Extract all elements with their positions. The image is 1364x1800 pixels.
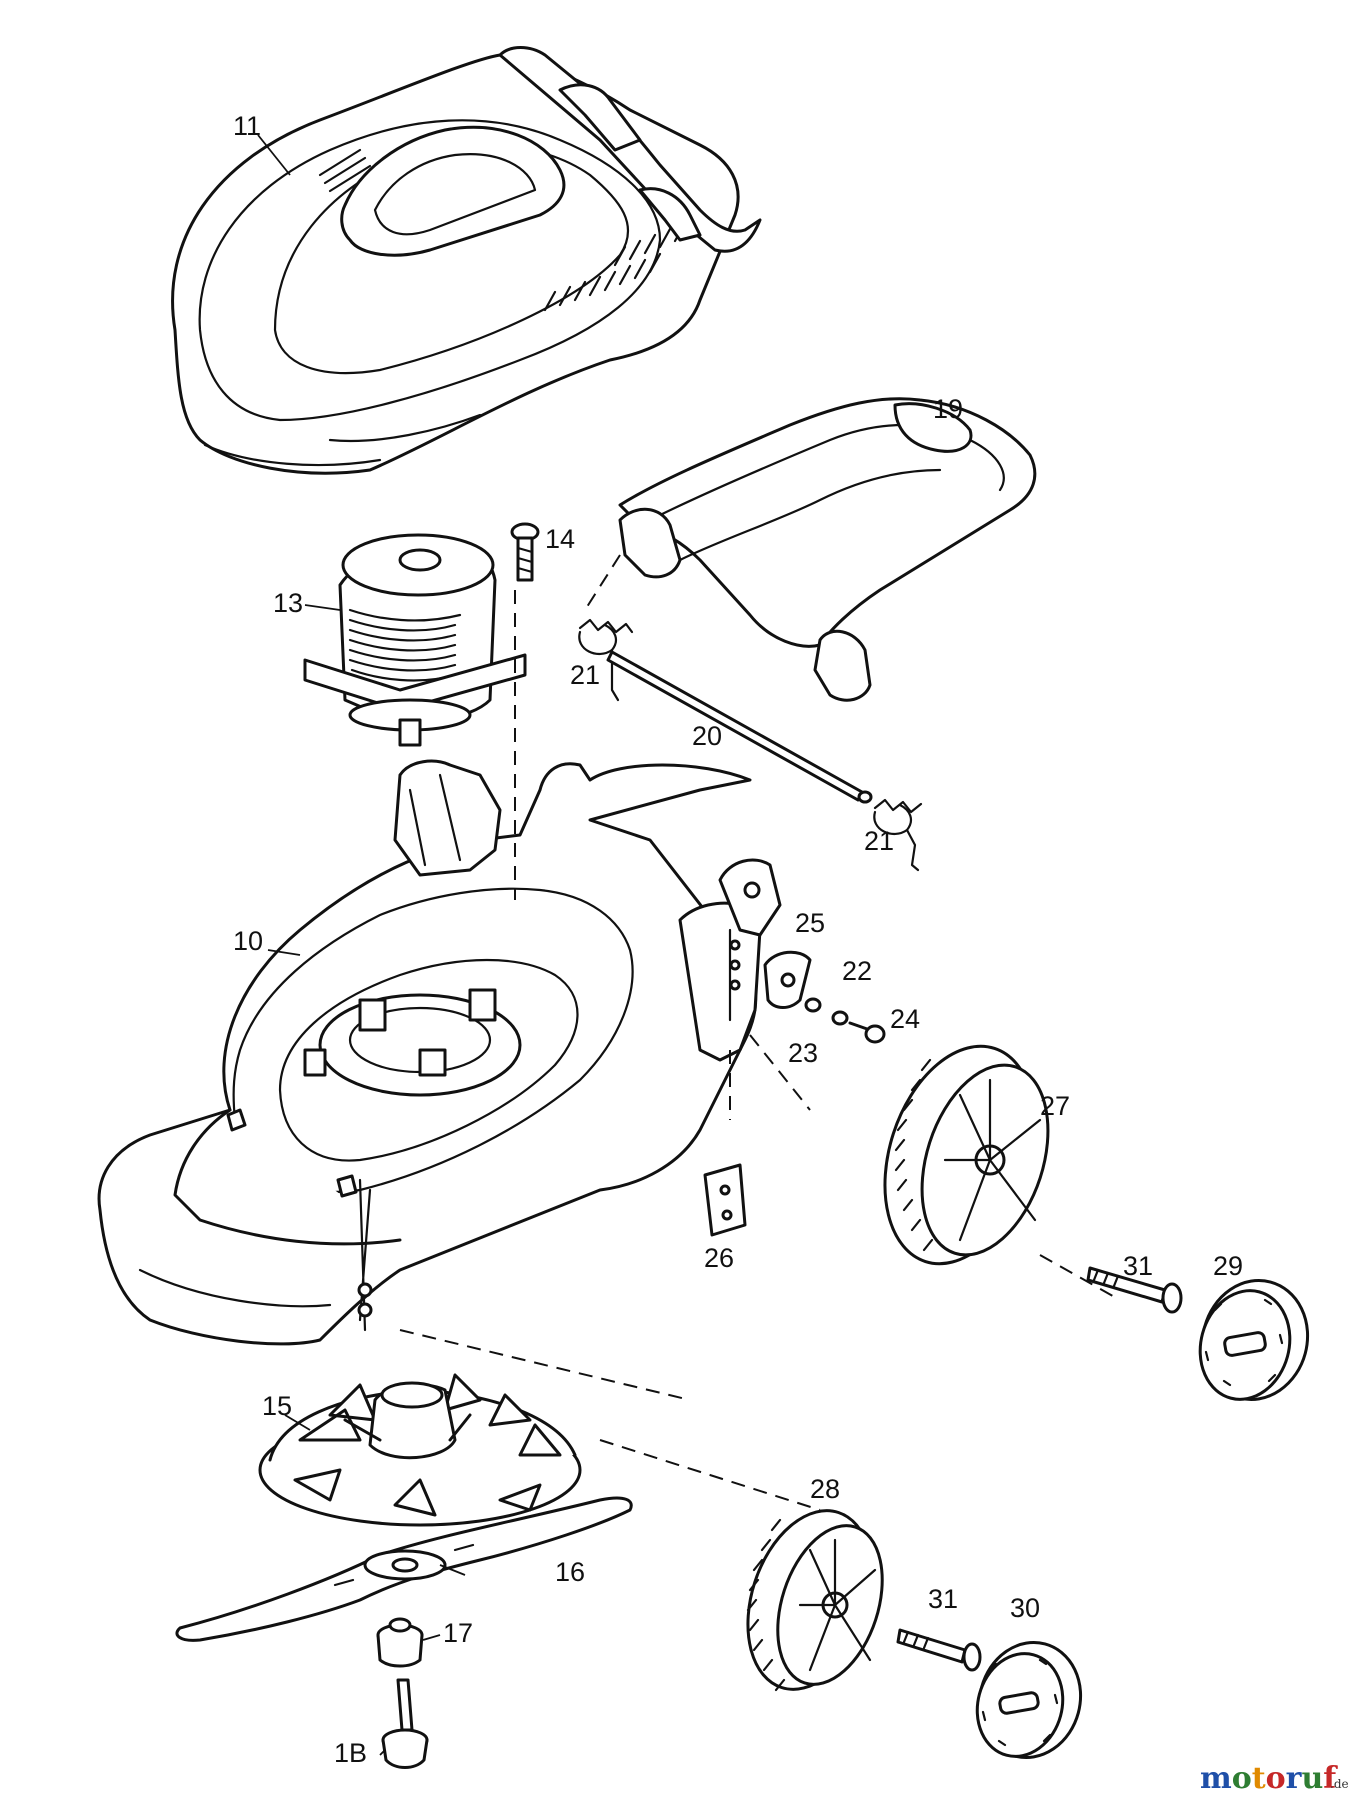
flap-cover-part bbox=[584, 397, 1037, 702]
callout-31-upper: 31 bbox=[1123, 1251, 1153, 1281]
callout-leaders bbox=[257, 134, 466, 1756]
blade-part bbox=[175, 1496, 633, 1642]
callout-21-lower: 21 bbox=[864, 826, 894, 856]
deck-housing-part bbox=[97, 759, 782, 1346]
callout-26: 26 bbox=[704, 1243, 734, 1273]
callout-28: 28 bbox=[810, 1474, 840, 1504]
callout-18: 1B bbox=[334, 1738, 367, 1768]
callout-labels: 11 19 14 13 21 20 21 10 25 22 24 23 27 2… bbox=[233, 111, 1243, 1768]
vent-slots bbox=[318, 148, 687, 312]
watermark-letter-u: u bbox=[1301, 1761, 1323, 1796]
callout-23: 23 bbox=[788, 1038, 818, 1068]
callout-11: 11 bbox=[233, 111, 261, 141]
callout-10: 10 bbox=[233, 926, 263, 956]
bracket-part-25 bbox=[763, 950, 812, 1009]
callout-14: 14 bbox=[545, 524, 575, 554]
watermark-letter-f: f bbox=[1323, 1761, 1338, 1796]
callout-20: 20 bbox=[692, 721, 722, 751]
callout-30: 30 bbox=[1010, 1593, 1040, 1623]
hood-cover-part bbox=[171, 46, 762, 475]
callout-17: 17 bbox=[443, 1618, 473, 1648]
motor-part bbox=[303, 533, 527, 747]
axle-bolt-part-31b bbox=[896, 1628, 982, 1672]
rod-part bbox=[606, 650, 873, 804]
washer-part-23 bbox=[831, 1010, 849, 1026]
watermark-letter-o1: o bbox=[1232, 1761, 1252, 1796]
svg-text:motoruf: motoruf bbox=[1200, 1761, 1338, 1796]
watermark-letter-r: r bbox=[1286, 1761, 1303, 1796]
callout-25: 25 bbox=[795, 908, 825, 938]
callout-16: 16 bbox=[555, 1557, 585, 1587]
callout-13: 13 bbox=[273, 588, 303, 618]
fan-part bbox=[258, 1373, 582, 1527]
spring-part-21b bbox=[873, 798, 923, 872]
hubcap-part-29 bbox=[1198, 1279, 1310, 1401]
callout-15: 15 bbox=[262, 1391, 292, 1421]
callout-21-upper: 21 bbox=[570, 660, 600, 690]
hub-part-17 bbox=[376, 1617, 424, 1668]
callout-24: 24 bbox=[890, 1004, 920, 1034]
screw-part-14 bbox=[510, 522, 540, 582]
axle-bolt-part-31a bbox=[1086, 1266, 1183, 1314]
watermark-letter-o2: o bbox=[1266, 1761, 1286, 1796]
callout-31-lower: 31 bbox=[928, 1584, 958, 1614]
bolt-part-18 bbox=[381, 1678, 429, 1769]
wheel-part-28 bbox=[746, 1509, 884, 1692]
callout-22: 22 bbox=[842, 956, 872, 986]
washer-part-22 bbox=[804, 997, 822, 1013]
watermark-logo: motoruf .de bbox=[1200, 1761, 1349, 1796]
watermark-letter-t: t bbox=[1252, 1761, 1266, 1796]
hubcap-part-30 bbox=[975, 1641, 1083, 1759]
callout-27: 27 bbox=[1040, 1091, 1070, 1121]
watermark-suffix: .de bbox=[1330, 1777, 1349, 1791]
bolt-part-24 bbox=[848, 1021, 886, 1044]
bracket-part-26 bbox=[703, 1163, 747, 1237]
callout-19: 19 bbox=[933, 394, 963, 424]
callout-29: 29 bbox=[1213, 1251, 1243, 1281]
watermark-letter-m: m bbox=[1200, 1761, 1232, 1796]
wheel-part-27 bbox=[883, 1044, 1050, 1266]
